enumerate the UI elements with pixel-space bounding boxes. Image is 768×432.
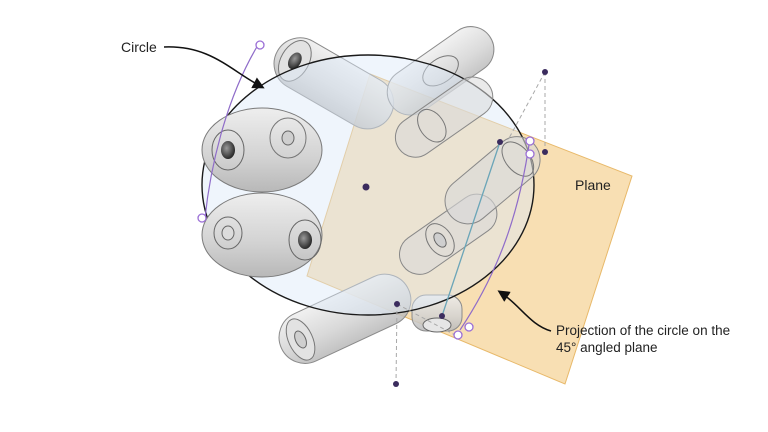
projection-label-arrow (497, 290, 552, 332)
projection-curve (204, 44, 531, 331)
handle-bottom-1[interactable] (464, 322, 474, 332)
point-axis-top (497, 139, 503, 145)
point-plane-top (542, 69, 548, 75)
capsule-left-upper (201, 107, 323, 193)
handle-right-1[interactable] (525, 136, 535, 146)
points (362, 69, 548, 387)
tube-bottom (278, 273, 412, 364)
projection-label-line1: Projection of the circle on the (556, 323, 731, 338)
point-lower (394, 301, 400, 307)
projection-axis (441, 141, 501, 317)
projection-label-line2: 45° angled plane (556, 340, 658, 355)
point-axis-bottom (439, 313, 445, 319)
plane-label: Plane (575, 177, 611, 193)
handle-right-2[interactable] (525, 149, 535, 159)
point-plane-right (542, 149, 548, 155)
circle-label: Circle (121, 39, 157, 55)
handle-left[interactable] (197, 213, 207, 223)
capsule-left-lower (201, 192, 323, 278)
handle-bottom-2[interactable] (453, 330, 463, 340)
handle-top-left[interactable] (255, 40, 265, 50)
handles[interactable] (197, 40, 535, 340)
circle-label-arrow (163, 46, 265, 89)
construction-lines (395, 71, 546, 385)
point-bottom (393, 381, 399, 387)
tube-center-upper (394, 76, 494, 158)
projection-label: Projection of the circle on the 45° angl… (556, 322, 730, 356)
circle-center-point (362, 183, 370, 191)
